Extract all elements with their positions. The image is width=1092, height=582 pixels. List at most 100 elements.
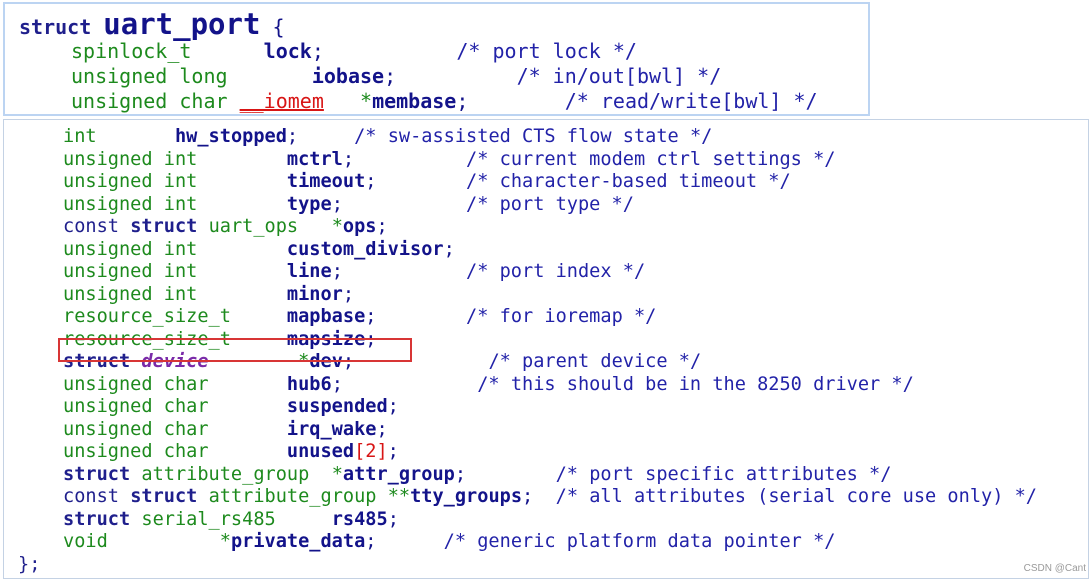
field-comment: /* port lock */ (456, 39, 637, 63)
code-line: unsigned int line; /* port index */ (63, 261, 646, 282)
pointer-star: * (331, 216, 343, 237)
punct: ; (331, 261, 343, 282)
field-type: attribute_group (141, 464, 310, 485)
code-line: unsigned char hub6; /* this should be in… (63, 374, 914, 395)
watermark: CSDN @Cant (1023, 563, 1086, 574)
field-name: unused (286, 441, 355, 462)
code-line: unsigned char unused[2]; (63, 441, 399, 462)
field-type: unsigned char (63, 396, 209, 417)
code-line: spinlock_t lock; /* port lock */ (71, 41, 637, 61)
punct: ; (387, 441, 399, 462)
pointer-star: * (219, 531, 231, 552)
code-line: unsigned int mctrl; /* current modem ctr… (63, 149, 836, 170)
struct-name: uart_port (103, 7, 261, 41)
field-type: unsigned int (63, 171, 198, 192)
field-comment: /* parent device */ (488, 351, 702, 372)
code-line: unsigned char __iomem *membase; /* read/… (71, 91, 818, 111)
pointer-star: * (360, 89, 373, 113)
punct: ; (311, 39, 324, 63)
code-line: unsigned int custom_divisor; (63, 239, 455, 260)
field-comment: /* all attributes (serial core use only)… (555, 486, 1037, 507)
open-brace: { (272, 15, 285, 39)
code-line-highlighted: const struct uart_ops *ops; (63, 216, 388, 237)
field-name: tty_groups (410, 486, 523, 507)
code-line: int hw_stopped; /* sw-assisted CTS flow … (63, 126, 712, 147)
field-name: irq_wake (286, 419, 377, 440)
pointer-star: * (331, 464, 343, 485)
field-comment: /* current modem ctrl settings */ (466, 149, 836, 170)
field-comment: /* for ioremap */ (466, 306, 657, 327)
field-comment: /* this should be in the 8250 driver */ (477, 374, 914, 395)
field-type: unsigned long (71, 64, 228, 88)
punct: ; (387, 509, 399, 530)
field-name: custom_divisor (286, 239, 444, 260)
punct: ; (342, 149, 355, 170)
field-type: unsigned char (71, 89, 228, 113)
field-type: unsigned int (63, 149, 198, 170)
field-comment: /* port type */ (466, 194, 634, 215)
field-type: void (63, 531, 108, 552)
punct: ; (331, 374, 343, 395)
field-comment: /* character-based timeout */ (466, 171, 791, 192)
field-comment: /* read/write[bwl] */ (564, 89, 818, 113)
punct: ; (286, 126, 299, 147)
struct-keyword: struct (130, 216, 198, 237)
code-line: unsigned char irq_wake; (63, 419, 388, 440)
code-line: struct attribute_group *attr_group; /* p… (63, 464, 892, 485)
struct-keyword: struct (130, 486, 198, 507)
field-type: unsigned int (63, 239, 198, 260)
closing-brace: }; (18, 554, 41, 575)
field-attribute: __iomem (239, 89, 324, 113)
struct-keyword: struct (63, 464, 131, 485)
punct: ; (384, 64, 397, 88)
field-type: spinlock_t (71, 39, 192, 63)
field-name: hub6 (286, 374, 332, 395)
field-type: uart_ops (208, 216, 299, 237)
punct: ; (376, 216, 388, 237)
code-line: struct serial_rs485 rs485; (63, 509, 399, 530)
field-comment: /* generic platform data pointer */ (443, 531, 836, 552)
field-name: ops (342, 216, 377, 237)
code-line: resource_size_t mapbase; /* for ioremap … (63, 306, 657, 327)
field-name: attr_group (342, 464, 455, 485)
field-name: timeout (286, 171, 366, 192)
code-line: unsigned int timeout; /* character-based… (63, 171, 791, 192)
field-name: mctrl (286, 149, 343, 170)
field-name: suspended (286, 396, 388, 417)
field-type: unsigned int (63, 261, 198, 282)
code-line: unsigned char suspended; (63, 396, 399, 417)
punct: ; (365, 171, 377, 192)
punct: ; (331, 194, 343, 215)
field-type: attribute_group (208, 486, 377, 507)
field-qualifier: const (63, 486, 119, 507)
punct: ; (454, 464, 467, 485)
struct-header-panel: struct uart_port { spinlock_t lock; /* p… (3, 2, 870, 116)
field-comment: /* in/out[bwl] */ (516, 64, 722, 88)
field-name: mapbase (286, 306, 366, 327)
field-type: unsigned char (63, 419, 209, 440)
code-line: unsigned long iobase; /* in/out[bwl] */ (71, 66, 721, 86)
punct: ; (365, 306, 377, 327)
punct: ; (342, 284, 355, 305)
field-qualifier: const (63, 216, 119, 237)
field-name: minor (286, 284, 343, 305)
struct-declaration: struct uart_port { (19, 10, 285, 39)
field-name: hw_stopped (174, 126, 287, 147)
field-name: rs485 (331, 509, 388, 530)
field-type: resource_size_t (63, 306, 231, 327)
field-name: lock (263, 39, 312, 63)
code-line: unsigned int minor; (63, 284, 355, 305)
struct-keyword: struct (63, 509, 131, 530)
ops-highlight-box (58, 338, 412, 362)
field-comment: /* port index */ (466, 261, 646, 282)
field-type: unsigned char (63, 441, 209, 462)
punct: ; (522, 486, 534, 507)
field-name: line (286, 261, 332, 282)
field-type: int (63, 126, 97, 147)
field-type: unsigned int (63, 194, 198, 215)
code-line: const struct attribute_group **tty_group… (63, 486, 1037, 507)
field-comment: /* port specific attributes */ (555, 464, 892, 485)
field-type: serial_rs485 (141, 509, 276, 530)
field-name: type (286, 194, 332, 215)
punct: ; (456, 89, 469, 113)
